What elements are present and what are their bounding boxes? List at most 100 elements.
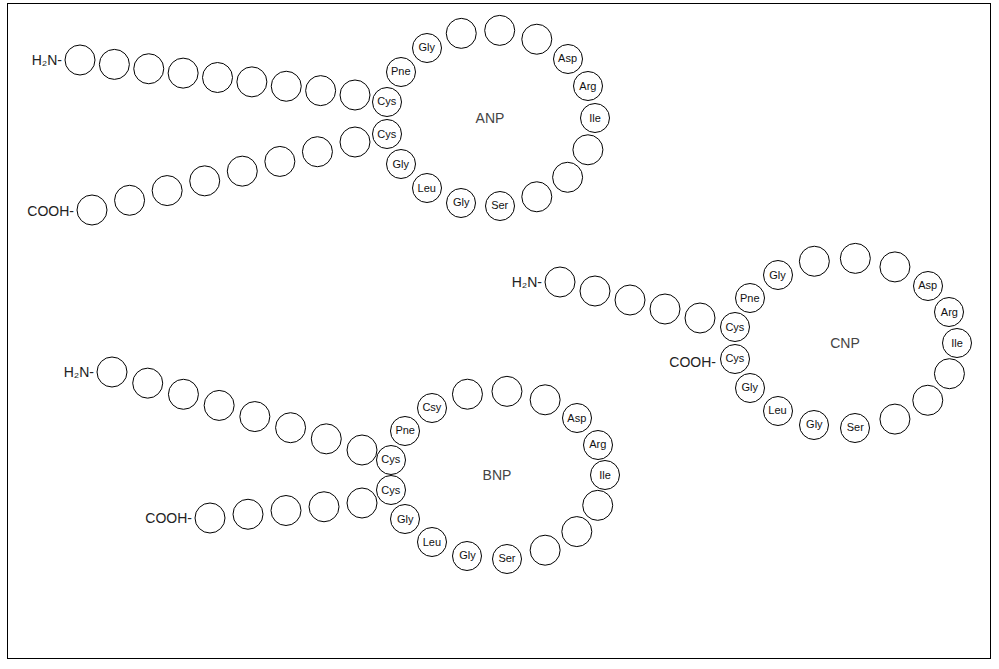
residue-circle bbox=[880, 404, 910, 434]
residue-outline bbox=[583, 430, 612, 459]
residue-circle bbox=[233, 499, 263, 529]
residue-outline bbox=[763, 396, 792, 425]
residue-name: Pne bbox=[391, 66, 411, 77]
residue-outline bbox=[417, 393, 446, 422]
residue-name: Csy bbox=[422, 402, 441, 413]
residue-outline bbox=[372, 120, 401, 149]
residue-name: Cys bbox=[381, 454, 400, 465]
residue-circle: Gly bbox=[446, 188, 476, 218]
residue-circle: Cys bbox=[372, 87, 402, 117]
residue-name: Gly bbox=[806, 419, 823, 430]
residue-circle: Asp bbox=[553, 44, 583, 74]
residue-circle bbox=[583, 490, 613, 520]
residue-name: Asp bbox=[558, 53, 577, 64]
residue-outline bbox=[453, 541, 482, 570]
residue-outline bbox=[943, 329, 972, 358]
residue-outline bbox=[735, 284, 764, 313]
residue-outline bbox=[376, 445, 405, 474]
residue-circle: Pne bbox=[390, 416, 420, 446]
residue-circle bbox=[522, 24, 552, 54]
residue-circle: Leu bbox=[412, 173, 442, 203]
residue-name: Gly bbox=[453, 197, 470, 208]
residue-circle bbox=[115, 185, 145, 215]
terminus-label: H₂N- bbox=[32, 53, 62, 67]
residue-chains bbox=[65, 15, 964, 565]
residue-name: Ser bbox=[498, 553, 515, 564]
residue-circle bbox=[97, 357, 127, 387]
residue-outline bbox=[372, 87, 401, 116]
residue-circle bbox=[309, 492, 339, 522]
residue-circle bbox=[799, 246, 829, 276]
residue-circle bbox=[485, 15, 515, 45]
residue-circle: Asp bbox=[562, 403, 592, 433]
residue-circle bbox=[227, 156, 257, 186]
residue-circle: Ile bbox=[942, 328, 972, 358]
residue-name: Arg bbox=[941, 307, 958, 318]
terminus-label: COOH- bbox=[27, 204, 74, 218]
residue-circle bbox=[615, 285, 645, 315]
residue-circle bbox=[492, 376, 522, 406]
residue-name: Leu bbox=[418, 183, 436, 194]
residue-circle bbox=[204, 390, 234, 420]
residue-circle bbox=[347, 488, 377, 518]
residue-circle: Pne bbox=[735, 283, 765, 313]
residue-name: Ile bbox=[589, 113, 601, 124]
terminus-label: COOH- bbox=[669, 355, 716, 369]
residue-circle bbox=[265, 146, 295, 176]
residue-circle bbox=[271, 71, 301, 101]
residue-name: Arg bbox=[589, 439, 606, 450]
residue-outline bbox=[800, 410, 829, 439]
residue-outline bbox=[735, 373, 764, 402]
residue-circle: Gly bbox=[799, 410, 829, 440]
residue-name: Gly bbox=[392, 159, 409, 170]
residue-circle bbox=[913, 385, 943, 415]
residue-name: Ile bbox=[599, 470, 611, 481]
residue-name: Gly bbox=[769, 270, 786, 281]
residue-outline bbox=[391, 416, 420, 445]
residue-circle bbox=[573, 135, 603, 165]
residue-circle bbox=[650, 294, 680, 324]
residue-circle: Arg bbox=[583, 430, 613, 460]
residue-outline bbox=[935, 298, 964, 327]
residue-circle bbox=[347, 435, 377, 465]
residue-outline bbox=[386, 57, 415, 86]
residue-circle: Gly bbox=[763, 260, 793, 290]
residue-name: Asp bbox=[567, 413, 586, 424]
residue-outline bbox=[376, 476, 405, 505]
residue-circle: Gly bbox=[412, 33, 442, 63]
residue-outline bbox=[763, 261, 792, 290]
residue-circle: Cys bbox=[376, 445, 406, 475]
residue-circle bbox=[562, 517, 592, 547]
residue-outline bbox=[386, 150, 415, 179]
terminus-label: COOH- bbox=[145, 511, 192, 525]
residue-name: Pne bbox=[395, 425, 415, 436]
figure-frame bbox=[8, 4, 991, 659]
residue-name: Arg bbox=[579, 81, 596, 92]
residue-circle bbox=[685, 303, 715, 333]
residue-circle: Ile bbox=[590, 460, 620, 490]
residue-circle bbox=[168, 58, 198, 88]
residue-circle bbox=[306, 76, 336, 106]
residue-circle: Csy bbox=[417, 393, 447, 423]
residue-circle bbox=[133, 368, 163, 398]
residue-outline bbox=[913, 271, 942, 300]
residue-outline bbox=[412, 33, 441, 62]
residue-outline bbox=[591, 461, 620, 490]
residue-circle bbox=[99, 49, 129, 79]
residue-circle: Gly bbox=[386, 149, 416, 179]
residue-outline bbox=[412, 174, 441, 203]
residue-circle bbox=[77, 195, 107, 225]
residue-circle bbox=[168, 379, 198, 409]
residue-circle bbox=[237, 67, 267, 97]
residue-circle: Arg bbox=[573, 71, 603, 101]
residue-circle bbox=[580, 276, 610, 306]
residue-circle: Cys bbox=[720, 312, 750, 342]
residue-name: Gly bbox=[459, 550, 476, 561]
residue-circle bbox=[240, 402, 270, 432]
residue-outline bbox=[581, 104, 610, 133]
residue-name: Ser bbox=[847, 422, 864, 433]
residue-circle: Asp bbox=[913, 271, 943, 301]
residue-circle: Gly bbox=[390, 504, 420, 534]
residue-circle bbox=[452, 379, 482, 409]
residue-circle: Ser bbox=[485, 191, 515, 221]
